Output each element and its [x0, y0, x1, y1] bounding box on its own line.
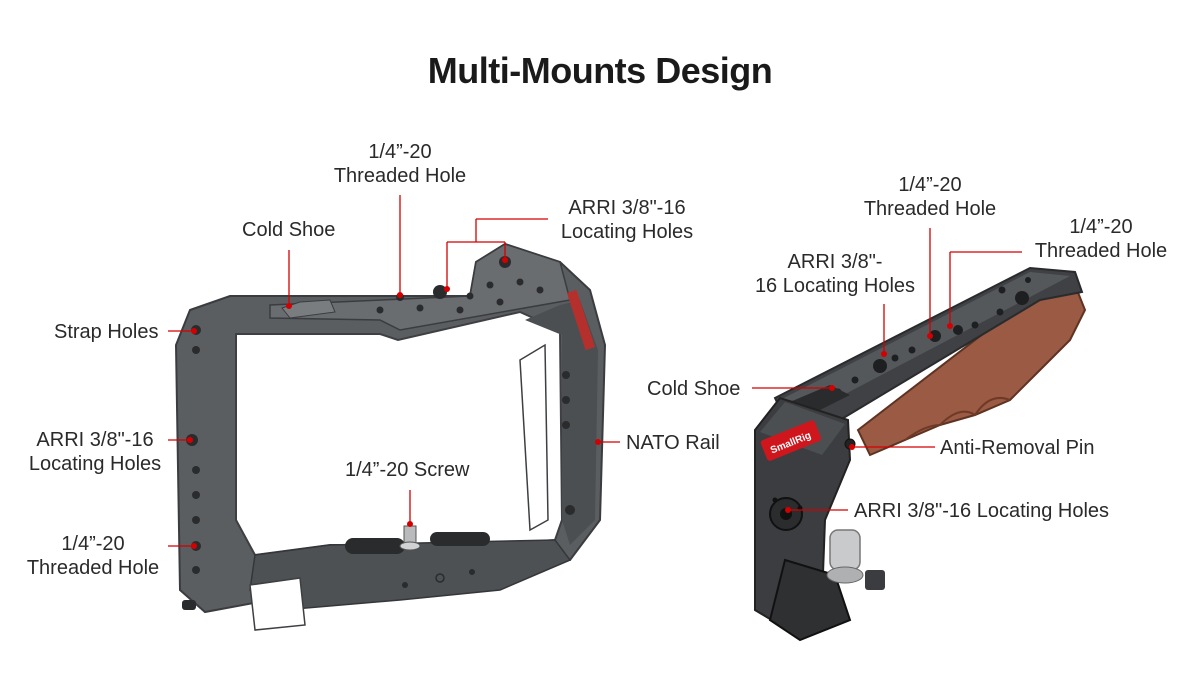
handle-arri-bottom-label: ARRI 3/8"-16 Locating Holes	[854, 500, 1110, 522]
handle-leaders	[752, 228, 1022, 513]
cage-screw-label: 1/4”-20 Screw	[345, 459, 470, 481]
handle-cold-shoe-label: Cold Shoe	[647, 378, 741, 400]
handle-anti-removal-pin-label: Anti-Removal Pin	[940, 437, 1095, 459]
cage-strap-holes-label: Strap Holes	[54, 321, 159, 343]
handle-threaded-hole-a-label: 1/4”-20 Threaded Hole	[863, 174, 997, 220]
handle-arri-top-label: ARRI 3/8"- 16 Locating Holes	[754, 251, 916, 297]
cage-nato-rail-label: NATO Rail	[626, 432, 720, 454]
cage-arri-top-label: ARRI 3/8"-16 Locating Holes	[560, 197, 694, 243]
cage-threaded-hole-side-label: 1/4”-20 Threaded Hole	[26, 533, 160, 579]
cage-illustration	[174, 242, 607, 631]
cage-cold-shoe-label: Cold Shoe	[242, 219, 336, 241]
top-handle-illustration: SmallRig	[754, 266, 1087, 642]
cage-threaded-hole-top-label: 1/4”-20 Threaded Hole	[333, 141, 467, 187]
page-title: Multi-Mounts Design	[427, 50, 773, 91]
cage-leaders	[168, 195, 620, 549]
handle-threaded-hole-b-label: 1/4”-20 Threaded Hole	[1034, 216, 1168, 262]
cage-arri-side-label: ARRI 3/8"-16 Locating Holes	[28, 429, 162, 475]
